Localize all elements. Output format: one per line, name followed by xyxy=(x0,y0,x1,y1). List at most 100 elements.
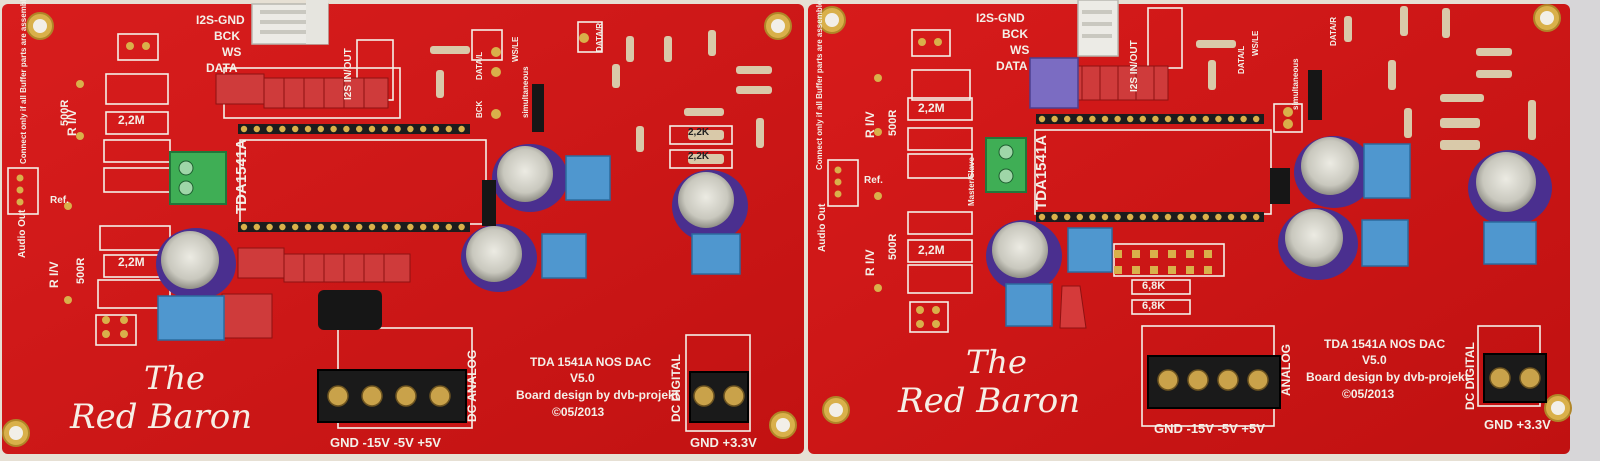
socket-pin xyxy=(1089,213,1096,221)
left-simultaneous-label: simultaneous xyxy=(521,66,530,118)
right-chip-label: TDA1541A xyxy=(1033,134,1050,210)
socket-pin xyxy=(407,125,414,133)
socket-pin xyxy=(1215,115,1222,123)
socket-pin xyxy=(445,223,452,231)
socket-pin xyxy=(1076,213,1084,221)
left-r-iv-bottom-label: R I/V xyxy=(47,261,61,288)
socket-pin xyxy=(343,223,350,231)
socket-pin xyxy=(1139,213,1147,221)
socket-pin xyxy=(1038,213,1046,221)
socket-pin xyxy=(1064,115,1071,123)
socket-pin xyxy=(356,223,363,231)
right-simultaneous-label: simultaneous xyxy=(1291,58,1300,110)
left-digital-pins-label: GND +3.3V xyxy=(690,435,757,450)
socket-pin xyxy=(317,125,324,133)
socket-pin xyxy=(1038,115,1046,123)
right-logo-line1: The xyxy=(966,343,1027,381)
left-2m2-bottom-label: 2,2M xyxy=(118,255,145,269)
socket-pin xyxy=(432,125,440,133)
dc-analog-terminal-right xyxy=(1147,355,1281,409)
left-info-design: Board design by dvb-projekt xyxy=(516,388,679,402)
left-2m2-top-label: 2,2M xyxy=(118,113,145,127)
socket-pin xyxy=(407,223,414,231)
socket-pin xyxy=(266,125,273,133)
socket-pin xyxy=(343,125,350,133)
right-ws-label: WS xyxy=(1010,43,1030,57)
ic-socket-left xyxy=(238,124,470,232)
socket-pin xyxy=(1190,213,1197,221)
socket-pin xyxy=(1202,115,1210,123)
right-i2s-inout-label: I2S IN/OUT xyxy=(1129,40,1140,92)
right-r-iv-bottom-label: R I/V xyxy=(863,249,877,276)
socket-pin xyxy=(1227,213,1235,221)
socket-pin xyxy=(266,223,273,231)
socket-pin xyxy=(279,125,286,133)
socket-pin xyxy=(1101,213,1109,221)
socket-pin xyxy=(317,223,324,231)
dc-digital-terminal-right xyxy=(1483,353,1547,403)
electrolytic-caps-right xyxy=(986,136,1552,292)
socket-pin xyxy=(1089,115,1096,123)
right-info-version: V5.0 xyxy=(1362,353,1387,367)
socket-pin xyxy=(368,125,376,133)
left-analog-pins-label: GND -15V -5V +5V xyxy=(330,435,441,450)
socket-pin xyxy=(445,125,452,133)
socket-pin xyxy=(381,223,388,231)
socket-pin xyxy=(292,223,299,231)
socket-pin xyxy=(1177,115,1184,123)
socket-pin xyxy=(368,223,376,231)
right-logo-line2: Red Baron xyxy=(898,381,1081,421)
dc-analog-terminal-left xyxy=(317,369,467,423)
socket-pin xyxy=(304,223,312,231)
left-500r-bottom-label: 500R xyxy=(75,257,87,284)
socket-pin xyxy=(240,223,248,231)
right-wsle-label: WS/LE xyxy=(1251,30,1260,56)
left-info-date: ©05/2013 xyxy=(552,405,605,419)
left-ref-label: Ref. xyxy=(50,195,69,206)
green-terminal-left xyxy=(169,151,227,205)
right-info-date: ©05/2013 xyxy=(1342,387,1395,401)
socket-pin xyxy=(432,223,440,231)
right-6k8-b-label: 6,8K xyxy=(1142,300,1166,312)
right-500r-top-label: 500R xyxy=(887,109,899,136)
socket-pin xyxy=(279,223,286,231)
socket-pin xyxy=(394,125,401,133)
left-info-version: V5.0 xyxy=(570,371,595,385)
socket-pin xyxy=(240,125,248,133)
right-master-slave-label: Master/Slave xyxy=(967,157,976,206)
socket-pin xyxy=(1227,115,1235,123)
right-analog-pins-label: GND -15V -5V +5V xyxy=(1154,421,1265,436)
resistors-left xyxy=(430,30,772,164)
left-data-label: DATA xyxy=(206,61,238,75)
left-dc-analog-label: DC ANALOG xyxy=(465,349,479,422)
right-bck-label: BCK xyxy=(1002,27,1028,41)
right-board xyxy=(808,0,1572,454)
socket-pin xyxy=(394,223,401,231)
socket-pin xyxy=(458,125,465,133)
socket-pin xyxy=(1240,213,1247,221)
socket-pin xyxy=(1152,115,1159,123)
right-r-iv-top-label: R I/V xyxy=(863,111,877,138)
socket-pin xyxy=(1139,115,1147,123)
left-ws-label: WS xyxy=(222,45,242,59)
left-logo-line2: Red Baron xyxy=(70,397,253,437)
left-audio-out-label: Audio Out xyxy=(17,209,28,258)
socket-pin xyxy=(253,223,260,231)
left-board xyxy=(2,0,804,454)
socket-pin xyxy=(1164,115,1172,123)
socket-pin xyxy=(420,125,427,133)
green-terminal-right xyxy=(985,137,1027,193)
right-ref-label: Ref. xyxy=(864,175,883,186)
electrolytic-caps-left xyxy=(156,144,748,300)
socket-pin xyxy=(356,125,363,133)
left-dc-digital-label: DC DIGITAL xyxy=(669,354,683,422)
right-2m2-bottom-label: 2,2M xyxy=(918,243,945,257)
socket-pin xyxy=(253,125,260,133)
left-bck-label: BCK xyxy=(214,29,240,43)
left-info-title: TDA 1541A NOS DAC xyxy=(530,355,652,369)
left-2k2-a-label: 2,2K xyxy=(688,127,710,138)
socket-pin xyxy=(1152,213,1159,221)
left-i2s-gnd-label: I2S-GND xyxy=(196,13,245,27)
right-audio-out-label: Audio Out xyxy=(817,203,828,252)
